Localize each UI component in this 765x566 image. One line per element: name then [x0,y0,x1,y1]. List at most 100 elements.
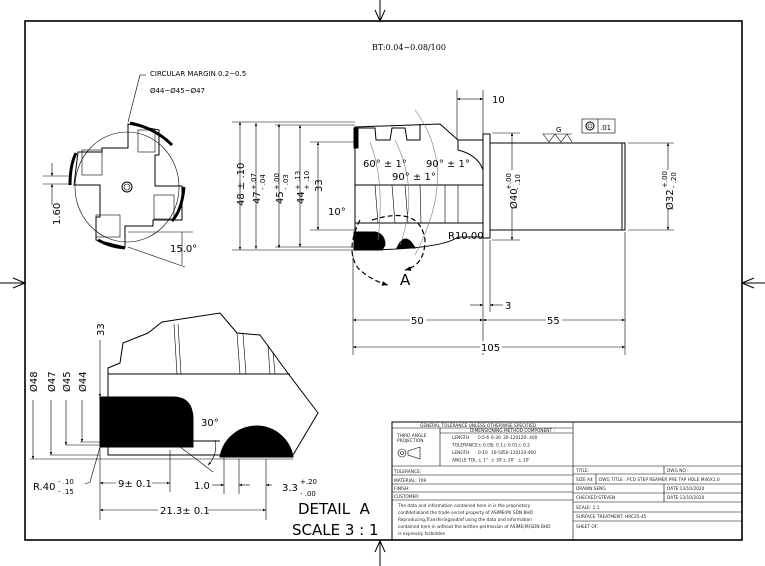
checked-date-field: DATE:13/10/2020 [667,495,705,501]
pcd-insert-2 [396,238,416,249]
concentricity-frame [581,118,616,134]
detail-dim-3-3-minus: - .00 [300,490,316,498]
angle-90-dim-b: 90° ± 1° [392,172,436,183]
tolerance-table-row-label: LENGTH [452,450,469,456]
detail-dim-1: 1.0 [194,481,210,492]
size-field: SIZE A4 [576,477,593,483]
dim-3: 3 [505,301,511,312]
dim-33: 33 [314,179,325,192]
detail-dim-45: Ø45 [61,371,73,392]
disclaimer-line: contained here in without the written pe… [398,524,551,530]
dim-d40: Ø40 [508,188,520,209]
dim-55: 55 [547,316,560,327]
dim-45-plus: +.00 [273,173,281,190]
dim-47-minus: - .04 [259,174,267,190]
scale-field: SCALE: 1:1 [576,505,600,511]
sheet-field: SHEET OF: [576,524,598,530]
dim-50: 50 [411,316,424,327]
tolerance-table-cell: 30-120 [503,435,518,441]
detail-radius-minus: - .15 [58,488,74,496]
circular-margin-note: CIRCULAR MARGIN 0.2~0.5 [150,70,246,78]
dim-d40-plus: +.00 [505,173,513,190]
dim-44: 44 [296,191,307,204]
detail-insert-2 [219,425,294,458]
tolerance-table-cell: ± 30' [491,458,503,464]
angle-60-dim: 60° ± 1° [363,159,407,170]
detail-angle-30: 30° [201,418,219,429]
checked-field: CHECKED:STEVEN [576,495,615,501]
radius-dim: R10.00 [448,231,484,242]
dim-47-plus: +.07 [250,173,258,190]
concentricity-icon [585,121,595,131]
front-view: CIRCULAR MARGIN 0.2~0.5 Ø44~Ø45~Ø47 1.60… [43,70,246,268]
tolerance-table-row-label: LENGTH [452,435,469,441]
finish-field: FINISH: [394,486,410,492]
header-note: BT:0.04~0.08/100 [372,43,446,52]
pcd-insert-1 [353,231,386,251]
detail-dim-47: Ø47 [46,371,58,392]
projection-line1: THIRD ANGLE [396,433,427,439]
dim-48: 48 ± .10 [236,163,247,206]
tolerance-table-cell: 120- 400 [518,435,538,441]
detail-dim-9: 9± 0.1 [118,479,152,490]
tolerance-table-cell: 50-120 [503,450,518,456]
grinding-symbol-icon [542,133,573,143]
general-tolerance-heading: GENERAL TOLERANCE UNLESS OTHERWISE SPECI… [420,423,537,429]
third-angle-projection-icon [397,446,421,460]
shank [489,142,626,231]
tolerance-field: TOLERANCE: [393,469,421,475]
dwg-title-field: DWG TITLE : PCD STEP REAMER PRE TAP HOLE… [599,477,720,483]
tolerance-table-cell: ± 10' [518,458,530,464]
angle-10-dim: 10° [328,207,346,218]
detail-a-callout: A [400,271,411,289]
tolerance-table-cell: ± 0.01 [503,443,518,449]
surface-treatment-field: SURFACE TREATMENT: HRC35-45 [576,514,647,520]
tolerance-table-cell: 0-10 [478,450,488,456]
detail-radius: R.40 [33,482,56,493]
tolerance-table-cell: 6-30 [491,435,501,441]
angle-90-dim-a: 90° ± 1° [426,159,470,170]
tolerance-table-cell: 10-50 [491,450,504,456]
dim-45-minus: - .03 [282,174,290,190]
side-view: A 60° ± 1° 90° ± 1° 90° ± 1° 10° R10.00 … [232,90,683,355]
dim-d32: Ø32 [664,189,676,210]
tolerance-table-cell: ± 1° [478,458,488,464]
material-field: MATERIAL: 709 [394,478,427,484]
tolerance-table-cell: ± 0.1 [491,443,503,449]
detail-title: DETAIL A [298,500,371,518]
detail-dim-21-3: 21.3± 0.1 [160,506,210,517]
customer-field: CUSTOMER: [394,494,420,500]
sheet-border [24,20,743,541]
dim-45: 45 [275,191,286,204]
projection-line2: PROJECTION [397,438,423,444]
detail-dim-3-3: 3.3 [282,483,298,494]
detail-insert-1 [99,396,194,448]
grinding-symbol-label: G [556,126,561,134]
dim-44-minus: + .10 [303,171,311,190]
blade-cross [73,123,183,248]
detail-dim-33: 33 [96,323,107,336]
neck [482,133,491,239]
tolerance-table-cell: ± 0.05 [478,443,493,449]
angle-dim: 15.0° [170,244,197,255]
tolerance-table-row-label: TOLERANCE [451,443,478,449]
disclaimer-line: The data and information contained here … [397,503,531,509]
dim-47: 47 [252,191,263,204]
disclaimer-line: is expressly forbidden [398,531,445,537]
dim-10: 10 [492,95,505,106]
tolerance-table-cell: ± 0.2 [518,443,530,449]
diameter-range-note: Ø44~Ø45~Ø47 [150,87,205,95]
diameter-dims-left: 48 ± .10 47 +.07 - .04 45 +.00 - .03 44 … [236,163,325,206]
tolerance-table-cell: 0.5-6 [478,435,489,441]
disclaimer-line: confidetialand the trade secret property… [398,510,534,516]
dim-44-plus: + .13 [294,171,302,190]
detail-dim-48: Ø48 [28,371,40,392]
detail-dim-44: Ø44 [77,371,89,392]
title-field: TITLE: [575,468,589,474]
drawn-field: DRAWN:SENG [576,486,606,492]
detail-scale: SCALE 3 : 1 [292,521,379,539]
dwg-no-field: DWG NO : [667,468,689,474]
